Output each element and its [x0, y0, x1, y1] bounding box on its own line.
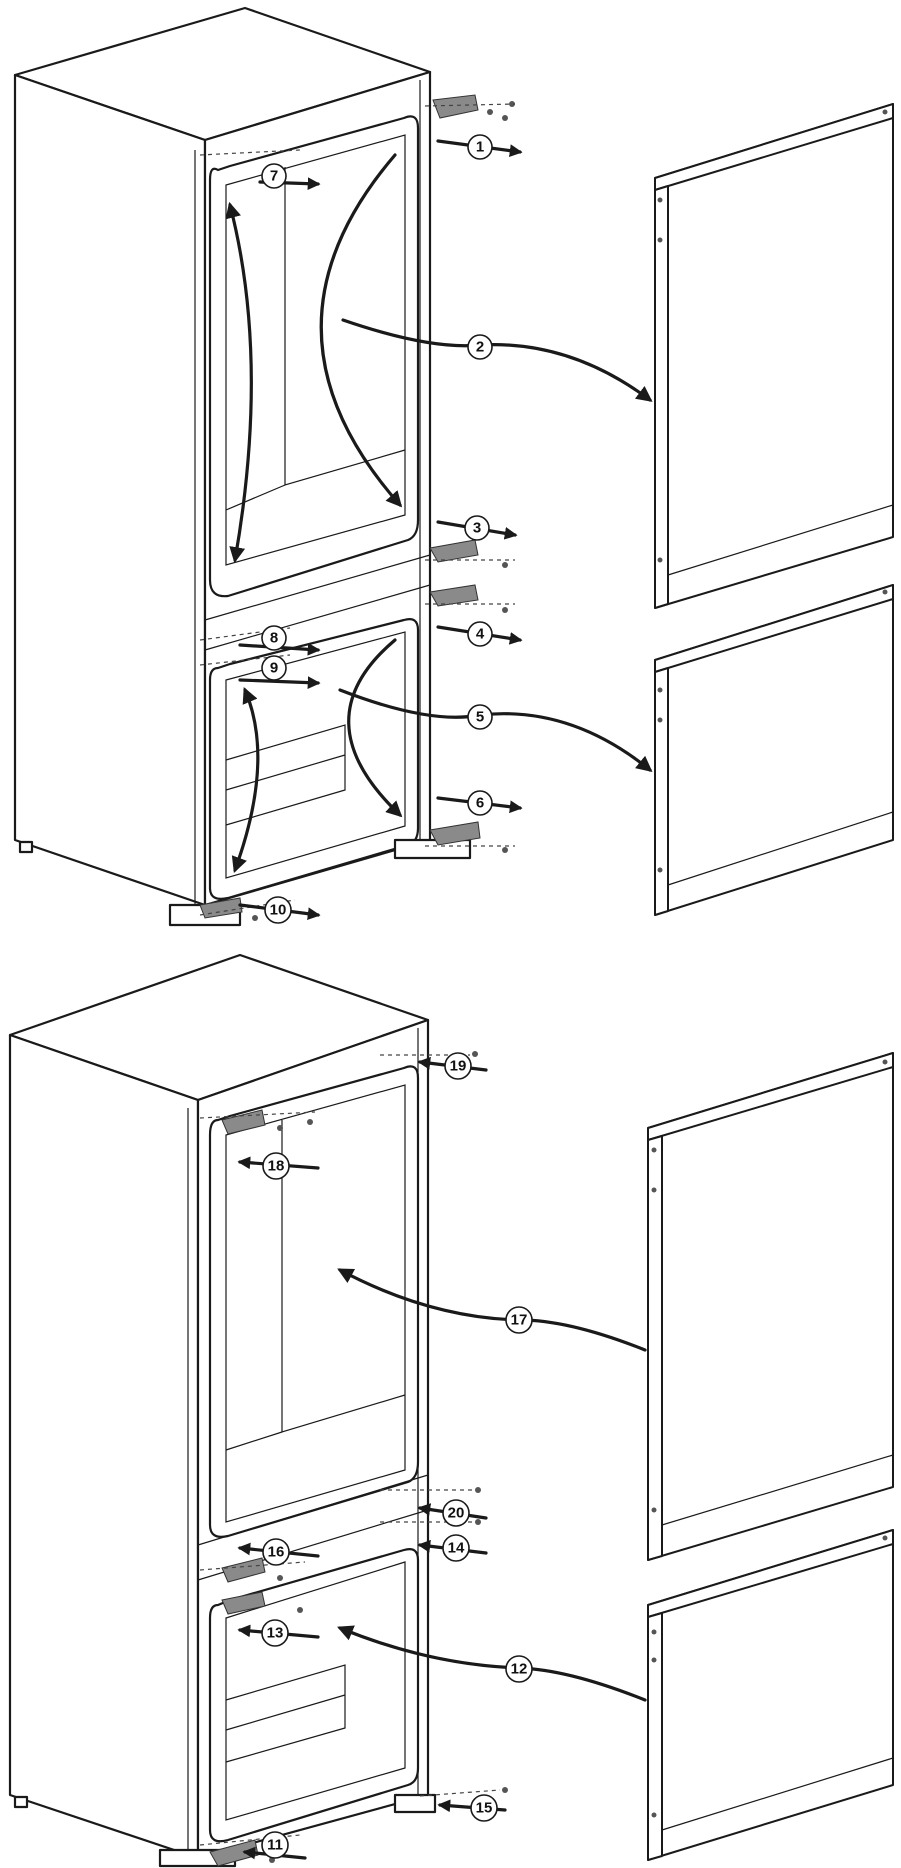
hinge-middle-icon: [425, 539, 515, 613]
callout-16: 16: [262, 1538, 290, 1566]
svg-text:15: 15: [476, 1800, 493, 1817]
callout-17: 17: [505, 1306, 533, 1334]
svg-text:4: 4: [476, 626, 485, 643]
svg-text:6: 6: [476, 795, 484, 812]
upper-door-reinstall: [647, 1052, 894, 1561]
callout-19: 19: [444, 1052, 472, 1080]
svg-text:19: 19: [450, 1058, 467, 1075]
callout-8: 8: [261, 625, 287, 651]
callout-18: 18: [262, 1152, 290, 1180]
callout-4: 4: [467, 621, 493, 647]
lower-door-reinstall: [647, 1529, 894, 1861]
svg-text:9: 9: [270, 660, 278, 677]
svg-text:14: 14: [448, 1540, 465, 1557]
upper-door: [654, 103, 894, 609]
hinge-top-icon: [424, 94, 516, 121]
callout-9: 9: [261, 655, 287, 681]
figure-door-removal: 1 2 3 4 5 6 7 8 9 10: [13, 6, 894, 927]
callout-1: 1: [467, 134, 493, 160]
callout-14: 14: [442, 1534, 470, 1562]
callout-15: 15: [470, 1794, 498, 1822]
svg-text:10: 10: [270, 902, 287, 919]
lower-door: [654, 584, 894, 916]
svg-text:8: 8: [270, 630, 278, 647]
callout-5: 5: [467, 704, 493, 730]
callout-7: 7: [261, 163, 287, 189]
svg-text:3: 3: [473, 520, 481, 537]
callout-3: 3: [464, 515, 490, 541]
svg-text:11: 11: [267, 1837, 283, 1854]
callout-12: 12: [505, 1655, 533, 1683]
svg-text:18: 18: [268, 1158, 285, 1175]
svg-text:7: 7: [270, 168, 278, 185]
hinge-reinstall-middle-icon: [199, 1487, 481, 1615]
svg-text:1: 1: [476, 139, 484, 156]
callout-6: 6: [467, 790, 493, 816]
svg-text:16: 16: [268, 1544, 285, 1561]
svg-text:13: 13: [267, 1625, 284, 1642]
svg-text:5: 5: [476, 709, 484, 726]
svg-text:2: 2: [476, 339, 484, 356]
callout-10: 10: [264, 896, 292, 924]
svg-text:17: 17: [511, 1312, 528, 1329]
figure-door-reinstallation: 11 12 13 14 15 16 17 18 19 20: [8, 953, 894, 1868]
cabinet-bottom: [8, 953, 437, 1868]
svg-text:12: 12: [511, 1661, 528, 1678]
callout-11: 11: [261, 1831, 289, 1859]
callout-2: 2: [467, 334, 493, 360]
cabinet-top: [13, 6, 472, 927]
callout-13: 13: [261, 1619, 289, 1647]
svg-text:20: 20: [448, 1505, 465, 1522]
callout-20: 20: [442, 1499, 470, 1527]
